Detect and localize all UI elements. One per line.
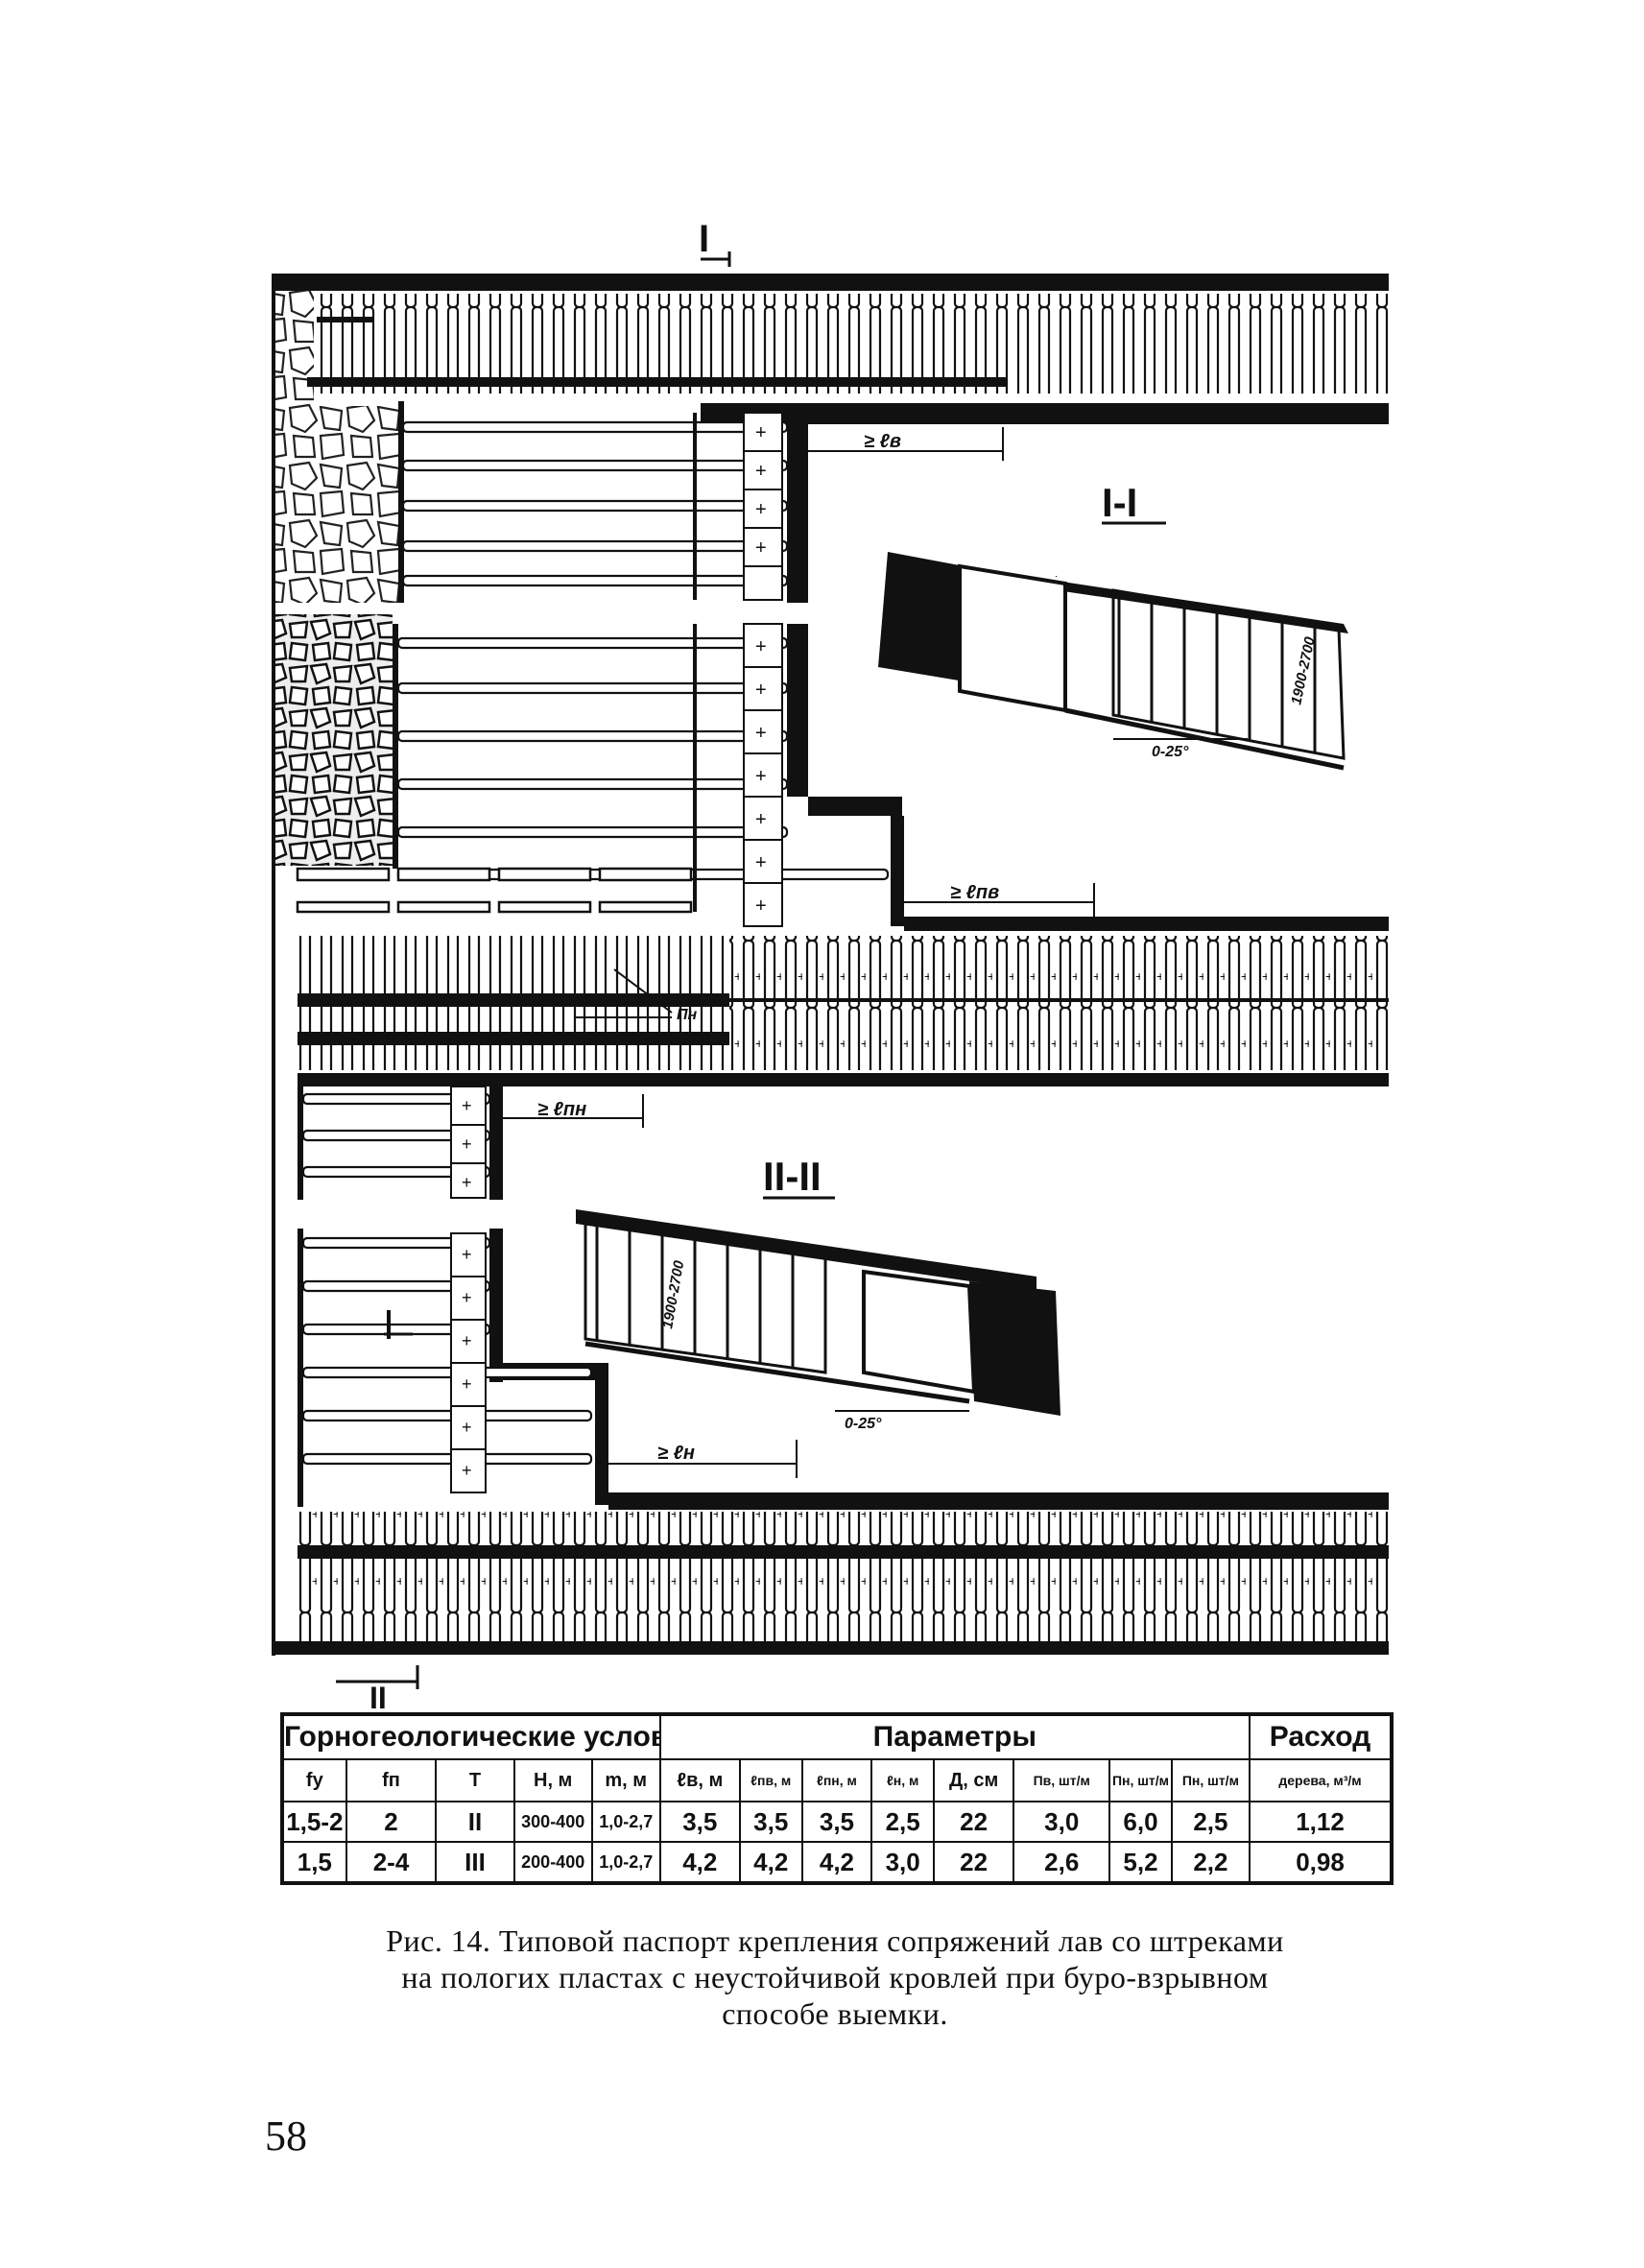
- table-cell: 200-400: [512, 1841, 593, 1884]
- svg-text:+: +: [462, 1374, 472, 1394]
- table-cell: 3,5: [738, 1801, 803, 1843]
- section-I-I-angle: 0-25°: [1152, 744, 1189, 760]
- svg-text:+: +: [462, 1418, 472, 1437]
- group-header-parameters: Параметры: [658, 1713, 1251, 1760]
- table-cell: 3,5: [800, 1801, 873, 1843]
- table-cell: 4,2: [658, 1841, 741, 1884]
- frame-left-border: [272, 274, 275, 1656]
- column-header: Д, см: [932, 1758, 1015, 1802]
- lower-lava-block: + + + + + + ≥ ℓн: [298, 1229, 798, 1507]
- column-header: ℓн, м: [870, 1758, 935, 1802]
- svg-text:+: +: [755, 422, 767, 443]
- table-cell: 2,5: [1170, 1801, 1251, 1843]
- section-II-II-angle: 0-25°: [845, 1416, 882, 1432]
- caption-line: способе выемки.: [722, 1996, 948, 2031]
- table-cell: II: [435, 1801, 515, 1843]
- svg-text:+: +: [755, 680, 767, 701]
- column-header: Пн, шт/м: [1170, 1758, 1251, 1802]
- svg-text:+: +: [755, 499, 767, 520]
- column-header: H, м: [512, 1758, 593, 1802]
- table-cell: 3,5: [658, 1801, 741, 1843]
- svg-text:+: +: [755, 852, 767, 873]
- upper-lava-block: + + + + ≥ ℓв: [275, 401, 1004, 603]
- svg-text:+: +: [462, 1245, 472, 1264]
- dim-upper-lava-bottom: ≥ ℓпв: [950, 882, 999, 903]
- table-cell: 1,5-2: [281, 1801, 347, 1843]
- table-cell: III: [435, 1841, 515, 1884]
- svg-text:+: +: [462, 1461, 472, 1480]
- table-cell: 3,0: [870, 1841, 935, 1884]
- support-scheme-drawing: + I: [272, 218, 1389, 1708]
- table-cell: 1,5: [281, 1841, 347, 1884]
- svg-text:+: +: [462, 1096, 472, 1115]
- middle-gallery: Пн: [298, 931, 1389, 1086]
- figure-caption: Рис. 14. Типовой паспорт крепления сопря…: [269, 1922, 1401, 2032]
- section-II-II: II-II 0-25° 1900-2700: [576, 1154, 1065, 1432]
- column-header: ℓпн, м: [800, 1758, 873, 1802]
- column-header: ℓв, м: [658, 1758, 741, 1802]
- cut-mark-II-bottom: II: [336, 1665, 419, 1708]
- section-I-I: I-I 0-25° 1900-2700: [878, 480, 1353, 771]
- table-group-header-row: Горногеологические условия Параметры Рас…: [281, 1713, 1393, 1760]
- caption-line: на пологих пластах с неустойчивой кровле…: [401, 1960, 1269, 1994]
- column-header: Пн, шт/м: [1108, 1758, 1173, 1802]
- svg-text:+: +: [755, 537, 767, 559]
- svg-text:+: +: [755, 895, 767, 917]
- table-cell: 2,5: [870, 1801, 935, 1843]
- column-header: T: [435, 1758, 515, 1802]
- column-header: ℓпв, м: [738, 1758, 803, 1802]
- dim-middle-lava: ≥ ℓпн: [537, 1099, 586, 1120]
- table-cell: 1,0-2,7: [590, 1801, 661, 1843]
- table-cell: 2-4: [345, 1841, 438, 1884]
- middle-lava-block: + + + + + + + ≥ ℓпв: [272, 614, 1389, 938]
- parameters-table: Горногеологические условия Параметры Рас…: [280, 1712, 1394, 1885]
- middle-small-lava: + + + ≥ ℓпн: [298, 1075, 647, 1200]
- table-cell: 4,2: [800, 1841, 873, 1884]
- group-header-conditions: Горногеологические условия: [281, 1713, 661, 1760]
- table-column-header-row: fу fп T H, м m, м ℓв, м ℓпв, м ℓпн, м ℓн…: [281, 1758, 1393, 1802]
- column-header: fу: [281, 1758, 347, 1802]
- table-cell: 22: [932, 1841, 1015, 1884]
- column-header: дерева, м³/м: [1249, 1758, 1393, 1802]
- table-cell: 1,12: [1249, 1801, 1393, 1843]
- section-II-II-label: II-II: [763, 1154, 822, 1199]
- svg-text:+: +: [462, 1173, 472, 1192]
- svg-text:+: +: [755, 809, 767, 830]
- table-row: 1,5 2-4 III 200-400 1,0-2,7 4,2 4,2 4,2 …: [281, 1841, 1393, 1884]
- table-row: 1,5-2 2 II 300-400 1,0-2,7 3,5 3,5 3,5 2…: [281, 1801, 1393, 1843]
- table-cell: 2: [345, 1801, 438, 1843]
- bottom-gallery: [275, 1492, 1389, 1655]
- svg-text:+: +: [462, 1331, 472, 1350]
- table-cell: 0,98: [1249, 1841, 1393, 1884]
- svg-text:+: +: [755, 723, 767, 744]
- table-cell: 3,0: [1013, 1801, 1111, 1843]
- table-cell: 300-400: [512, 1801, 593, 1843]
- column-header: Пв, шт/м: [1013, 1758, 1111, 1802]
- svg-text:+: +: [755, 766, 767, 787]
- table-cell: 22: [932, 1801, 1015, 1843]
- dim-upper-gallery: ≥ ℓв: [864, 431, 901, 452]
- page-number: 58: [265, 2113, 307, 2160]
- svg-text:+: +: [755, 461, 767, 482]
- table-cell: 1,0-2,7: [590, 1841, 661, 1884]
- section-I-I-label: I-I: [1102, 480, 1137, 525]
- prop-label: Пн: [677, 1007, 698, 1023]
- group-header-consumption: Расход: [1249, 1713, 1393, 1760]
- column-header: m, м: [590, 1758, 661, 1802]
- table-cell: 2,2: [1170, 1841, 1251, 1884]
- cut-mark-II-label: II: [369, 1681, 387, 1708]
- table-cell: 6,0: [1108, 1801, 1173, 1843]
- svg-text:+: +: [755, 636, 767, 657]
- cut-mark-I-top: I: [699, 218, 731, 267]
- column-header: fп: [345, 1758, 438, 1802]
- upper-gallery: [275, 274, 1389, 424]
- svg-text:+: +: [462, 1288, 472, 1307]
- caption-line: Рис. 14. Типовой паспорт крепления сопря…: [386, 1923, 1284, 1958]
- dim-lower-gallery: ≥ ℓн: [657, 1443, 695, 1464]
- svg-text:+: +: [462, 1134, 472, 1154]
- table-cell: 5,2: [1108, 1841, 1173, 1884]
- table-cell: 2,6: [1013, 1841, 1111, 1884]
- cut-mark-I-label: I: [699, 218, 709, 260]
- table-cell: 4,2: [738, 1841, 803, 1884]
